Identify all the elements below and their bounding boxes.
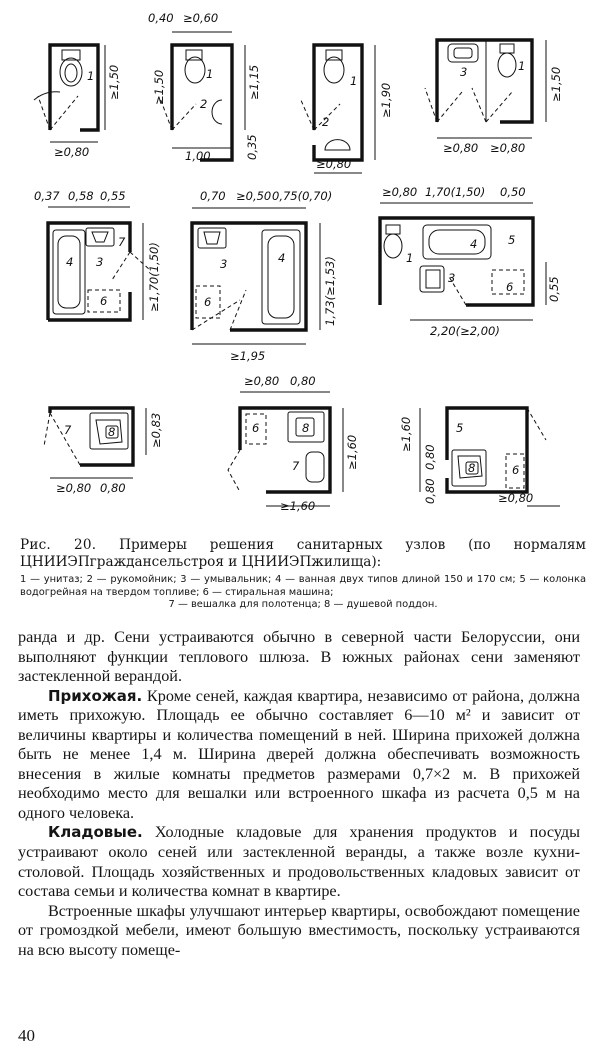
dim-p5-h: ≥1,70(1,50) — [147, 242, 161, 312]
dim-p9-a: ≥0,80 — [244, 374, 279, 388]
dim-p6-w: ≥1,95 — [230, 349, 265, 363]
label-p7-3: 3 — [448, 271, 455, 285]
dim-p6-c: 0,75(0,70) — [272, 189, 332, 203]
legend-line-1: 1 — унитаз; 2 — рукомойник; 3 — умывальн… — [20, 574, 586, 598]
plan-3: 1 2 ≥1,90 ≥0,80 — [299, 43, 393, 174]
dim-p8-h: ≥0,83 — [149, 413, 163, 448]
label-p10-8: 8 — [468, 461, 475, 475]
dim-p8-w2: 0,80 — [100, 481, 126, 495]
dim-p2-r1: ≥1,15 — [247, 65, 261, 100]
label-p7-6: 6 — [506, 280, 513, 294]
label-p6-6: 6 — [204, 295, 211, 309]
plan-10: ≥1,60 0,80 0,80 ≥0,80 5 8 6 — [399, 406, 560, 507]
plan-4: 3 1 ≥1,50 ≥0,80 ≥0,80 — [424, 38, 563, 155]
dim-p10-h2: 0,80 — [423, 444, 437, 470]
dim-p10-h3: 0,80 — [423, 478, 437, 504]
label-p5-7: 7 — [118, 235, 126, 249]
label-p8-8: 8 — [108, 425, 115, 439]
dim-p2-top-a: 0,40 — [148, 11, 174, 25]
dim-p6-b: ≥0,50 — [236, 189, 271, 203]
label-p9-8: 8 — [302, 421, 309, 435]
dim-p5-b: 0,58 — [68, 189, 94, 203]
dim-p7-a: ≥0,80 — [382, 185, 417, 199]
dim-p7-c: 0,50 — [500, 185, 526, 199]
dim-p5-c: 0,55 — [100, 189, 126, 203]
paragraph-3: Кладовые. Холодные кладовые для хранения… — [18, 823, 580, 901]
label-p10-5: 5 — [456, 421, 463, 435]
plan-7: ≥0,80 1,70(1,50) 0,50 0,55 2,20(≥2,00) 1… — [378, 185, 561, 338]
body-text: ранда и др. Сени устраиваются обычно в с… — [18, 628, 580, 960]
dim-p10-w: ≥0,80 — [498, 491, 533, 505]
plan-1: 1 ≥1,50 ≥0,80 — [33, 43, 121, 159]
label-p3-2: 2 — [322, 115, 329, 129]
dim-p5-a: 0,37 — [34, 189, 60, 203]
label-p7-5: 5 — [508, 233, 515, 247]
heading-hallway: Прихожая. — [48, 686, 143, 705]
figure-legend: 1 — унитаз; 2 — рукомойник; 3 — умывальн… — [20, 574, 586, 612]
dim-p6-h: 1,73(≥1,53) — [323, 256, 337, 326]
dim-p4-w2: ≥0,80 — [490, 141, 525, 155]
label-p10-6: 6 — [512, 463, 519, 477]
dim-p10-h1: ≥1,60 — [399, 417, 413, 452]
label-p4-3: 3 — [460, 65, 467, 79]
label-p2-2: 2 — [200, 97, 207, 111]
label-p5-6: 6 — [100, 294, 107, 308]
dim-p3-h: ≥1,90 — [379, 83, 393, 118]
label-p3-1: 1 — [350, 74, 357, 88]
label-p7-4: 4 — [470, 237, 477, 251]
dim-p9-w: ≥1,60 — [280, 499, 315, 513]
label-p9-6: 6 — [252, 421, 259, 435]
legend-line-2: 7 — вешалка для полотенца; 8 — душевой п… — [168, 599, 438, 611]
plan-9: ≥0,80 0,80 ≥1,60 ≥1,60 6 8 7 — [227, 374, 359, 513]
page-number: 40 — [18, 1026, 35, 1045]
paragraph-4: Встроенные шкафы улучшают интерьер кварт… — [18, 901, 580, 959]
figure-caption: Рис. 20. Примеры решения санитарных узло… — [20, 537, 586, 571]
dim-p7-b: 1,70(1,50) — [425, 185, 485, 199]
dim-p4-w1: ≥0,80 — [443, 141, 478, 155]
label-p4-1: 1 — [518, 59, 525, 73]
dim-p1-h: ≥1,50 — [107, 65, 121, 100]
dim-p4-h: ≥1,50 — [549, 67, 563, 102]
dim-p3-w: ≥0,80 — [316, 157, 351, 171]
paragraph-1: ранда и др. Сени устраиваются обычно в с… — [18, 628, 580, 686]
label-p8-7: 7 — [64, 423, 72, 437]
dim-p1-w: ≥0,80 — [54, 145, 89, 159]
label-p6-3: 3 — [220, 257, 227, 271]
label-p5-3: 3 — [96, 255, 103, 269]
plan-6: 0,70 ≥0,50 0,75(0,70) 1,73(≥1,53) ≥1,95 … — [190, 189, 337, 363]
label-p6-4: 4 — [278, 251, 285, 265]
plan-5: 0,37 0,58 0,55 ≥1,70(1,50) 4 3 7 6 — [34, 189, 161, 322]
dim-p7-h: 0,55 — [547, 276, 561, 302]
label-p7-1: 1 — [406, 251, 413, 265]
dim-p8-w1: ≥0,80 — [56, 481, 91, 495]
dim-p7-w: 2,20(≥2,00) — [430, 324, 500, 338]
dim-p6-a: 0,70 — [200, 189, 226, 203]
paragraph-2: Прихожая. Кроме сеней, каждая квартира, … — [18, 686, 580, 822]
caption-label: Рис. 20. — [20, 537, 97, 553]
label-1: 1 — [87, 69, 94, 83]
dim-p2-h: ≥1,50 — [152, 70, 166, 105]
dim-p2-top-b: ≥0,60 — [183, 11, 218, 25]
sanitary-units-figure: 1 ≥1,50 ≥0,80 0,40 ≥0,60 ≥1,50 ≥1,15 0,3… — [0, 0, 600, 528]
label-p5-4: 4 — [66, 255, 73, 269]
dim-p9-h: ≥1,60 — [345, 435, 359, 470]
floor-plans-drawing: 1 ≥1,50 ≥0,80 0,40 ≥0,60 ≥1,50 ≥1,15 0,3… — [33, 11, 563, 513]
dim-p9-b: 0,80 — [290, 374, 316, 388]
plan-8: 7 8 ≥0,83 ≥0,80 0,80 — [43, 406, 163, 495]
caption-title: Примеры решения санитарных узлов (по нор… — [20, 537, 586, 570]
dim-p2-r2: 0,35 — [245, 134, 259, 160]
label-p9-7: 7 — [292, 459, 300, 473]
heading-storerooms: Кладовые. — [48, 823, 143, 842]
plan-2: 0,40 ≥0,60 ≥1,50 ≥1,15 0,35 1,00 1 2 — [148, 11, 261, 163]
label-p2-1: 1 — [206, 67, 213, 81]
dim-p2-bot: 1,00 — [185, 149, 211, 163]
